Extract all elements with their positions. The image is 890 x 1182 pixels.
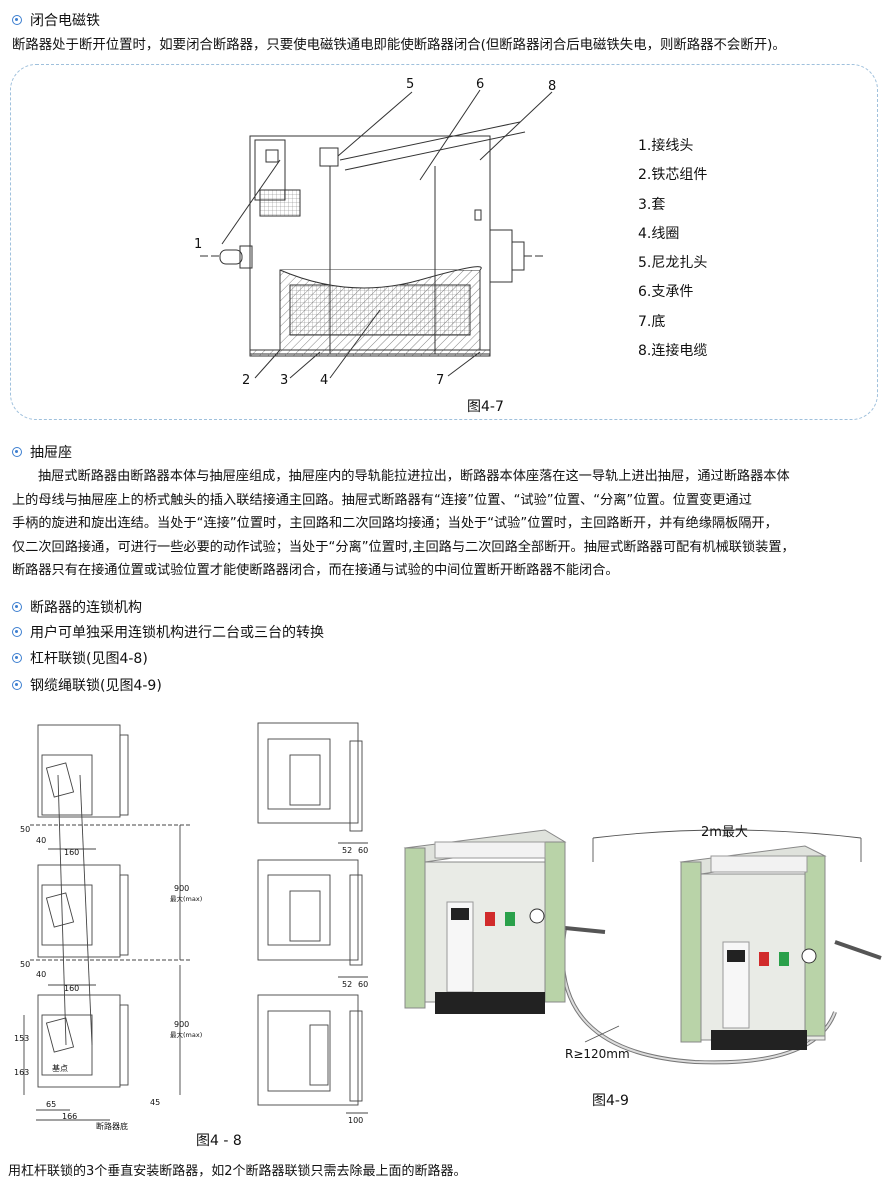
circle-bullet-icon: [12, 680, 22, 690]
figure-4-7-frame: [10, 64, 878, 420]
paragraph-line: 抽屉式断路器由断路器本体与抽屉座组成，抽屉座内的导轨能拉进拉出，断路器本体座落在…: [38, 469, 790, 484]
dim-label: 153: [14, 1034, 29, 1043]
lever-interlock-side-drawing: 50 40 160 900 最大(max) 50 40 160 900 最大(m…: [14, 724, 202, 1131]
footnote: 用杠杆联锁的3个垂直安装断路器，如2个断路器联锁只需去除最上面的断路器。: [8, 1164, 467, 1179]
circle-bullet-icon: [12, 627, 22, 637]
dim-label: 基点: [52, 1063, 68, 1073]
dim-label: 60: [358, 846, 368, 855]
callout-7: 7: [436, 373, 444, 388]
dim-label: 50: [20, 825, 30, 834]
lever-interlock-front-drawing: 52 60 52 60 100: [257, 722, 368, 1125]
paragraph-line: 上的母线与抽屉座上的桥式触头的插入联结接通主回路。抽屉式断路器有“连接”位置、“…: [12, 492, 752, 508]
distance-label: 2m最大: [701, 825, 748, 840]
cable-interlock-photo: 2m最大 R≥120mm: [403, 825, 882, 1065]
dim-label: 最大(max): [170, 894, 202, 903]
dim-label: 断路器底: [96, 1121, 128, 1131]
section-heading-cable-interlock: 钢缆绳联锁(见图4-9): [12, 675, 162, 695]
dim-label: 160: [64, 848, 79, 857]
legend-item: 7.底: [638, 313, 666, 330]
figure-4-7-caption: 图4-7: [467, 399, 504, 415]
section-heading-drawer-base: 抽屉座: [12, 442, 72, 462]
paragraph-line: 仅二次回路接通，可进行一些必要的动作试验；当处于“分离”位置时,主回路与二次回路…: [12, 539, 795, 555]
section-heading-switching: 用户可单独采用连锁机构进行二台或三台的转换: [12, 622, 324, 642]
dim-label: 60: [358, 980, 368, 989]
callout-5: 5: [406, 77, 414, 92]
figure-4-7-legend: 1.接线头 2.铁芯组件 3.套 4.线圈 5.尼龙扎头 6.支承件 7.底 8…: [638, 132, 707, 366]
circle-bullet-icon: [12, 602, 22, 612]
dim-label: 166: [62, 1112, 77, 1121]
callout-6: 6: [476, 77, 484, 92]
dim-label: 163: [14, 1068, 29, 1077]
dim-label: 50: [20, 960, 30, 969]
callout-3: 3: [280, 373, 288, 388]
paragraph-line: 断路器只有在接通位置或试验位置才能使断路器闭合，而在接通与试验的中间位置断开断路…: [12, 563, 619, 578]
dim-label: 900: [174, 1020, 189, 1029]
dim-label: 40: [36, 970, 46, 979]
callout-8: 8: [548, 79, 556, 94]
section-heading-closing-magnet: 闭合电磁铁: [12, 10, 100, 30]
dim-label: 100: [348, 1116, 363, 1125]
paragraph-line: 手柄的旋进和旋出连结。当处于“连接”位置时，主回路和二次回路均接通；当处于“试验…: [12, 516, 778, 531]
callout-1: 1: [194, 237, 202, 252]
circle-bullet-icon: [12, 653, 22, 663]
legend-item: 5.尼龙扎头: [638, 255, 708, 272]
legend-item: 4.线圈: [638, 225, 680, 242]
legend-item: 2.铁芯组件: [638, 167, 708, 184]
callout-2: 2: [242, 373, 250, 388]
dim-label: 900: [174, 884, 189, 893]
dim-label: 52: [342, 846, 352, 855]
dim-label: 160: [64, 984, 79, 993]
legend-item: 6.支承件: [638, 284, 694, 301]
dim-label: 最大(max): [170, 1030, 202, 1039]
section-heading-interlock-mechanism: 断路器的连锁机构: [12, 597, 142, 617]
radius-label: R≥120mm: [565, 1047, 630, 1061]
circle-bullet-icon: [12, 15, 22, 25]
dim-label: 40: [36, 836, 46, 845]
section-text-closing-magnet: 断路器处于断开位置时，如要闭合断路器，只要使电磁铁通电即能使断路器闭合(但断路器…: [12, 38, 786, 53]
legend-item: 8.连接电缆: [638, 343, 708, 360]
electromagnet-cross-section-drawing: 1 2 3 4 5 6 7 8: [194, 77, 556, 388]
callout-4: 4: [320, 373, 328, 388]
dim-label: 52: [342, 980, 352, 989]
circle-bullet-icon: [12, 447, 22, 457]
section-heading-lever-interlock: 杠杆联锁(见图4-8): [12, 648, 148, 668]
figure-4-9-caption: 图4-9: [592, 1093, 629, 1109]
dim-label: 65: [46, 1100, 56, 1109]
figure-4-8-caption: 图4 - 8: [196, 1133, 242, 1149]
dim-label: 45: [150, 1098, 160, 1107]
legend-item: 1.接线头: [638, 138, 694, 154]
legend-item: 3.套: [638, 196, 666, 213]
